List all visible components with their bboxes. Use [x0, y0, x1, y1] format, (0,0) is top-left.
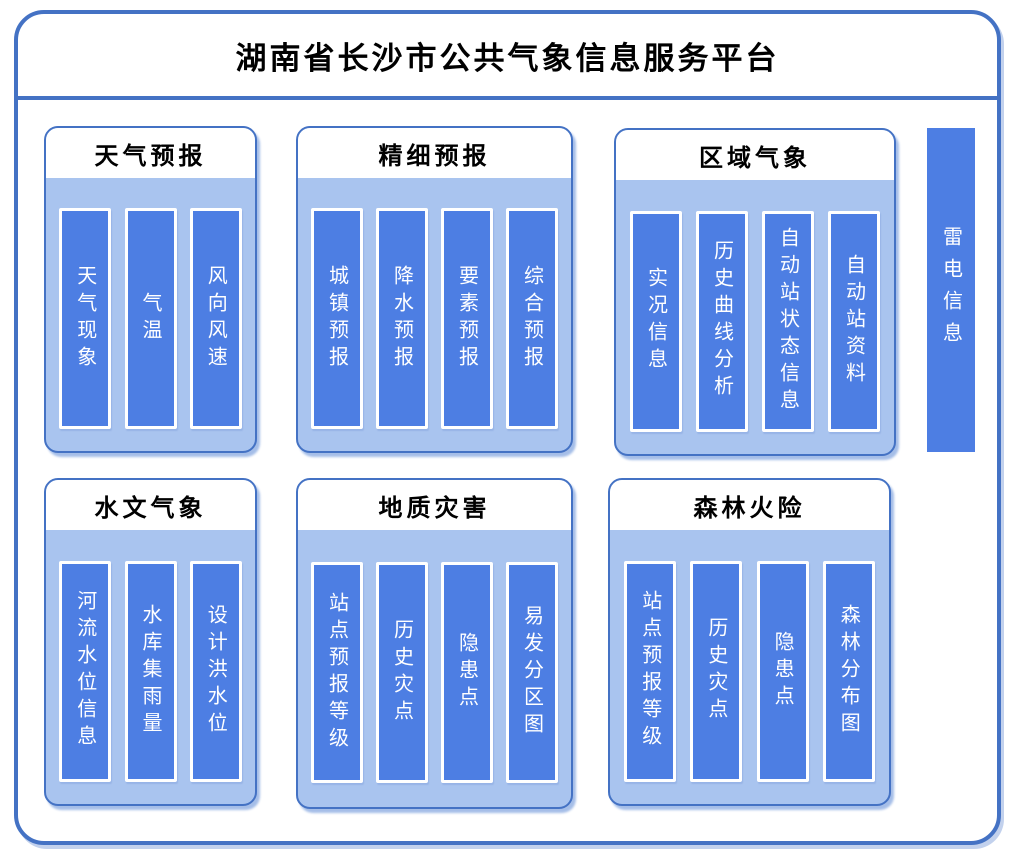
item-bar-label: 森林分布图	[837, 603, 860, 739]
item-bar-station-forecast-level: 站点预报等级	[624, 560, 677, 782]
item-bar-label: 气温	[139, 291, 161, 346]
platform-title-bar: 湖南省长沙市公共气象信息服务平台	[18, 14, 997, 100]
group-forest-fire-risk: 森林火险 站点预报等级 历史灾点 隐患点 森林分布图	[608, 478, 891, 806]
group-geological-disaster-body: 站点预报等级 历史灾点 隐患点 易发分区图	[298, 530, 571, 807]
item-bar-history-curve-analysis: 历史曲线分析	[696, 210, 748, 432]
group-hydrological-meteorology-title: 水文气象	[94, 494, 207, 522]
item-bar-station-forecast-level: 站点预报等级	[311, 562, 363, 783]
item-bar-label: 天气现象	[73, 264, 96, 373]
item-bar-comprehensive-forecast: 综合预报	[506, 208, 558, 429]
group-hydrological-meteorology-header: 水文气象	[46, 480, 255, 530]
item-bar-label: 实况信息	[644, 267, 667, 375]
group-geological-disaster: 地质灾害 站点预报等级 历史灾点 隐患点 易发分区图	[296, 478, 573, 809]
platform-title: 湖南省长沙市公共气象信息服务平台	[235, 40, 780, 76]
group-weather-forecast: 天气预报 天气现象 气温 风向风速	[44, 126, 257, 453]
group-fine-forecast: 精细预报 城镇预报 降水预报 要素预报 综合预报	[296, 126, 573, 453]
item-bar-historical-disaster-points: 历史灾点	[690, 560, 743, 782]
item-bar-label: 站点预报等级	[325, 591, 348, 754]
group-weather-forecast-header: 天气预报	[46, 128, 255, 178]
lightning-info-label: 雷电信息	[939, 226, 962, 354]
group-regional-meteorology-title: 区域气象	[699, 144, 811, 172]
item-bar-river-water-level: 河流水位信息	[59, 560, 112, 782]
item-bar-wind: 风向风速	[189, 208, 242, 429]
item-bar-temperature: 气温	[124, 208, 177, 429]
item-bar-label: 城镇预报	[325, 264, 348, 373]
group-forest-fire-risk-header: 森林火险	[610, 480, 889, 530]
group-forest-fire-risk-title: 森林火险	[693, 494, 806, 522]
item-bar-forest-distribution-map: 森林分布图	[822, 560, 875, 782]
item-bar-reservoir-rainfall: 水库集雨量	[124, 560, 177, 782]
item-bar-label: 历史灾点	[704, 617, 727, 725]
item-bar-station-status-info: 自动站状态信息	[762, 210, 814, 432]
item-bar-historical-disaster-points: 历史灾点	[376, 562, 428, 783]
item-bar-label: 易发分区图	[520, 605, 543, 740]
group-weather-forecast-title: 天气预报	[94, 142, 207, 170]
item-bar-design-flood-level: 设计洪水位	[189, 560, 242, 782]
item-bar-town-forecast: 城镇预报	[311, 208, 363, 429]
group-geological-disaster-title: 地质灾害	[378, 494, 491, 522]
item-bar-label: 历史灾点	[390, 618, 413, 727]
item-bar-label: 综合预报	[520, 264, 543, 373]
item-bar-weather-phenomena: 天气现象	[59, 208, 112, 429]
item-bar-label: 自动站状态信息	[776, 226, 799, 416]
item-bar-susceptibility-zoning-map: 易发分区图	[506, 562, 558, 783]
item-bar-live-info: 实况信息	[630, 210, 682, 432]
group-regional-meteorology: 区域气象 实况信息 历史曲线分析 自动站状态信息 自动站资料	[614, 128, 896, 456]
item-bar-label: 河流水位信息	[73, 590, 96, 752]
item-bar-label: 水库集雨量	[139, 603, 161, 739]
item-bar-hidden-danger-points: 隐患点	[756, 560, 809, 782]
item-bar-label: 历史曲线分析	[710, 240, 733, 402]
item-bar-precipitation-forecast: 降水预报	[376, 208, 428, 429]
item-bar-label: 降水预报	[390, 264, 413, 373]
group-fine-forecast-header: 精细预报	[298, 128, 571, 178]
item-bar-label: 自动站资料	[842, 253, 865, 389]
item-bar-hidden-danger-points: 隐患点	[441, 562, 493, 783]
item-bar-label: 要素预报	[455, 264, 478, 373]
lightning-info-bar: 雷电信息	[927, 128, 975, 452]
group-weather-forecast-body: 天气现象 气温 风向风速	[46, 178, 255, 451]
group-hydrological-meteorology: 水文气象 河流水位信息 水库集雨量 设计洪水位	[44, 478, 257, 806]
item-bar-label: 风向风速	[204, 264, 227, 373]
group-hydrological-meteorology-body: 河流水位信息 水库集雨量 设计洪水位	[46, 530, 255, 804]
item-bar-element-forecast: 要素预报	[441, 208, 493, 429]
group-regional-meteorology-body: 实况信息 历史曲线分析 自动站状态信息 自动站资料	[616, 180, 894, 454]
group-fine-forecast-title: 精细预报	[378, 142, 491, 170]
item-bar-label: 隐患点	[771, 630, 794, 712]
item-bar-label: 设计洪水位	[204, 603, 227, 739]
group-geological-disaster-header: 地质灾害	[298, 480, 571, 530]
group-forest-fire-risk-body: 站点预报等级 历史灾点 隐患点 森林分布图	[610, 530, 889, 804]
item-bar-label: 站点预报等级	[638, 590, 661, 752]
item-bar-station-data: 自动站资料	[828, 210, 880, 432]
group-fine-forecast-body: 城镇预报 降水预报 要素预报 综合预报	[298, 178, 571, 451]
item-bar-label: 隐患点	[455, 632, 478, 713]
group-regional-meteorology-header: 区域气象	[616, 130, 894, 180]
platform-frame: 湖南省长沙市公共气象信息服务平台 天气预报 天气现象 气温 风向风速 精细预报 …	[14, 10, 1001, 845]
